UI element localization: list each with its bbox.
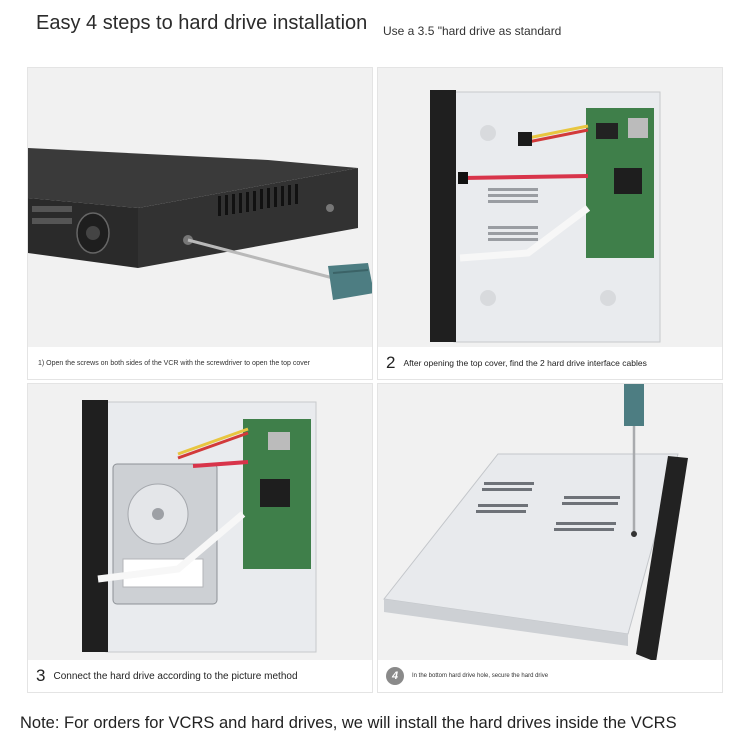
page-title: Easy 4 steps to hard drive installation — [36, 12, 368, 34]
step-3-number: 3 — [36, 666, 46, 685]
step-3-panel: 3 Connect the hard drive according to th… — [27, 383, 373, 693]
step-1-illustration — [28, 68, 372, 349]
step-4-caption-bar: 4 In the bottom hard drive hole, secure … — [378, 660, 722, 692]
step-3-caption: Connect the hard drive according to the … — [53, 670, 298, 682]
step-2-caption: After opening the top cover, find the 2 … — [403, 358, 647, 368]
step-3-caption-bar: 3 Connect the hard drive according to th… — [28, 660, 372, 692]
step-1-caption: 1) Open the screws on both sides of the … — [38, 359, 310, 367]
step-4-panel: 4 In the bottom hard drive hole, secure … — [377, 383, 723, 693]
step-4-caption: In the bottom hard drive hole, secure th… — [412, 673, 549, 679]
step-1-caption-bar: 1) Open the screws on both sides of the … — [28, 347, 372, 379]
step-2-caption-bar: 2 After opening the top cover, find the … — [378, 347, 722, 379]
step-4-illustration — [378, 384, 722, 662]
footer-note: Note: For orders for VCRS and hard drive… — [20, 714, 677, 732]
step-1-panel: 1) Open the screws on both sides of the … — [27, 67, 373, 380]
step-3-illustration — [28, 384, 372, 662]
step-2-number: 2 — [386, 353, 396, 372]
page-subtitle: Use a 3.5 "hard drive as standard — [383, 24, 562, 38]
step-4-number-badge: 4 — [386, 667, 404, 685]
page-header: Easy 4 steps to hard drive installation … — [0, 0, 750, 60]
step-2-panel: 2 After opening the top cover, find the … — [377, 67, 723, 380]
step-2-illustration — [378, 68, 722, 349]
